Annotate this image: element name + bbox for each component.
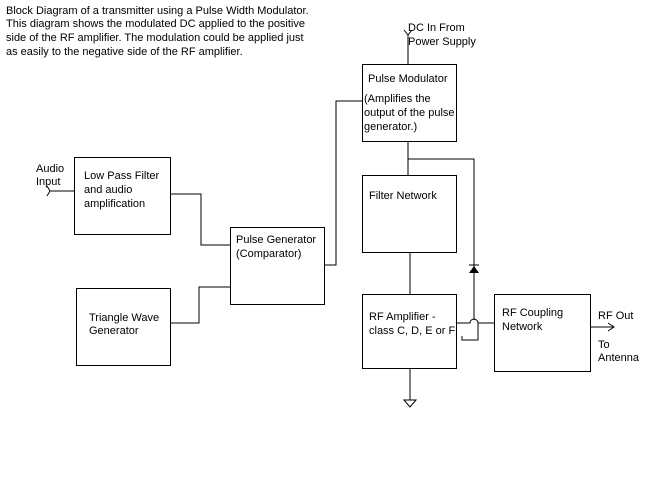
rf-amp-label-1: RF Amplifier -	[369, 311, 436, 323]
rf-out-label: RF Out	[598, 310, 634, 322]
audio-input-label-1: Audio	[36, 163, 65, 175]
pulse-gen-label-2: (Comparator)	[236, 248, 302, 260]
filter-network-block: Filter Network	[362, 175, 457, 253]
audio-input-fork	[46, 185, 51, 197]
lpf-label-2: and audio	[84, 184, 133, 196]
wire-coupling-return	[461, 323, 479, 341]
pulse-modulator-block: Pulse Modulator (Amplifies the output of…	[362, 64, 457, 142]
rf-coupling-label-2: Network	[502, 321, 543, 333]
dc-in-label-2: Power Supply	[408, 36, 476, 48]
lpf-label-1: Low Pass Filter	[84, 170, 160, 182]
ground-symbol	[402, 399, 418, 408]
rf-coupling-block: RF Coupling Network	[494, 294, 591, 372]
wire-rf-amp-to-coupling	[457, 318, 494, 324]
triangle-label-2: Generator	[89, 325, 139, 337]
caption-line-1: Block Diagram of a transmitter using a P…	[6, 5, 309, 17]
rf-out-arrow	[607, 322, 615, 332]
pulse-generator-block: Pulse Generator (Comparator)	[230, 227, 325, 305]
audio-input-label-2: Input	[36, 176, 61, 188]
pulse-gen-label-1: Pulse Generator	[236, 234, 317, 246]
filter-network-label: Filter Network	[369, 190, 437, 202]
to-antenna-label-1: To	[598, 339, 610, 351]
to-antenna-label-2: Antenna	[598, 352, 639, 364]
triangle-label-1: Triangle Wave	[89, 312, 160, 324]
wire-triangle-to-pulse-gen	[170, 286, 230, 324]
triangle-wave-block: Triangle Wave Generator	[76, 288, 171, 366]
wire-lpf-to-pulse-gen	[170, 193, 230, 246]
caption-line-2: This diagram shows the modulated DC appl…	[6, 18, 305, 30]
caption-line-3: side of the RF amplifier. The modulation…	[6, 32, 304, 44]
pulse-mod-note-3: generator.)	[364, 121, 418, 133]
diode-icon	[469, 264, 479, 273]
pulse-mod-note-2: output of the pulse	[364, 107, 455, 119]
caption-line-4: as easily to the negative side of the RF…	[6, 46, 243, 58]
rf-amplifier-block: RF Amplifier - class C, D, E or F	[362, 294, 457, 369]
lpf-label-3: amplification	[84, 198, 146, 210]
pulse-mod-title: Pulse Modulator	[368, 73, 448, 85]
dc-in-label-1: DC In From	[408, 22, 465, 34]
dc-in-fork	[403, 29, 413, 36]
rf-amp-label-2: class C, D, E or F	[369, 325, 456, 337]
pulse-mod-note-1: (Amplifies the	[364, 93, 431, 105]
low-pass-filter-block: Low Pass Filter and audio amplification	[74, 157, 171, 235]
rf-coupling-label-1: RF Coupling	[502, 307, 564, 319]
wire-pulse-gen-to-modulator	[324, 100, 362, 266]
